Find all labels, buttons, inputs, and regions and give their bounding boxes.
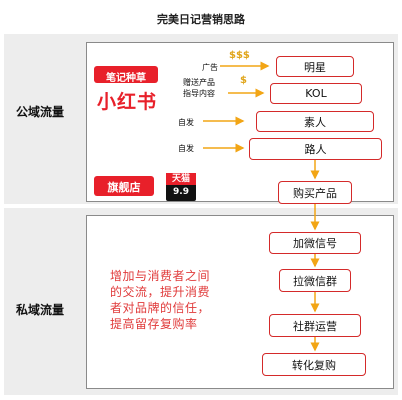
ad-label: 广告 — [202, 63, 218, 72]
note-line: 者对品牌的信任， — [110, 301, 211, 315]
tmall-logo-label: 天猫 — [166, 173, 196, 185]
private-traffic-label: 私域流量 — [16, 303, 65, 317]
koc-box-label: 素人 — [304, 115, 326, 129]
note-line: 提高留存复购率 — [110, 317, 198, 331]
tmall-logo: 天猫 9.9 — [166, 173, 196, 201]
star-box-label: 明星 — [304, 60, 326, 74]
money-bag-icon: $ — [240, 75, 247, 86]
community-ops-box-label: 社群运营 — [293, 319, 337, 333]
public-traffic-label: 公域流量 — [16, 105, 65, 119]
note-line: 的交流，提升消费 — [110, 285, 211, 299]
community-ops-box: 社群运营 — [269, 314, 361, 337]
xiaohongshu-tag: 笔记种草 — [94, 66, 158, 84]
star-box: 明星 — [276, 56, 354, 77]
kol-box: KOL — [270, 83, 362, 104]
note-line: 增加与消费者之间 — [110, 269, 211, 283]
buy-product-box-label: 购买产品 — [293, 186, 337, 200]
flagship-store-text: 旗舰店 — [107, 181, 141, 194]
repurchase-box: 转化复购 — [262, 353, 366, 376]
page-title: 完美日记营销思路 — [157, 13, 245, 26]
spontaneous-label-2: 自发 — [178, 144, 194, 153]
passerby-box-label: 路人 — [304, 143, 327, 156]
money-bag-icon: $$$ — [229, 50, 250, 61]
xiaohongshu-logo: 小红书 — [97, 91, 158, 113]
kol-box-label: KOL — [305, 87, 327, 100]
wechat-group-box-label: 拉微信群 — [293, 274, 337, 288]
private-traffic-note: 增加与消费者之间 的交流，提升消费 者对品牌的信任， 提高留存复购率 — [110, 268, 260, 332]
passerby-box: 路人 — [249, 138, 382, 160]
gift-product-label: 赠送产品 — [183, 78, 215, 87]
repurchase-box-label: 转化复购 — [292, 358, 336, 372]
add-wechat-box-label: 加微信号 — [293, 237, 337, 250]
spontaneous-label-1: 自发 — [178, 118, 194, 127]
wechat-group-box: 拉微信群 — [279, 269, 351, 292]
guide-content-label: 指导内容 — [183, 89, 215, 98]
buy-product-box: 购买产品 — [278, 181, 352, 204]
koc-box: 素人 — [256, 111, 374, 132]
add-wechat-box: 加微信号 — [269, 232, 361, 254]
tmall-logo-sub: 9.9 — [173, 187, 189, 197]
xiaohongshu-tag-text: 笔记种草 — [106, 73, 146, 84]
flagship-store-tag: 旗舰店 — [94, 176, 154, 196]
